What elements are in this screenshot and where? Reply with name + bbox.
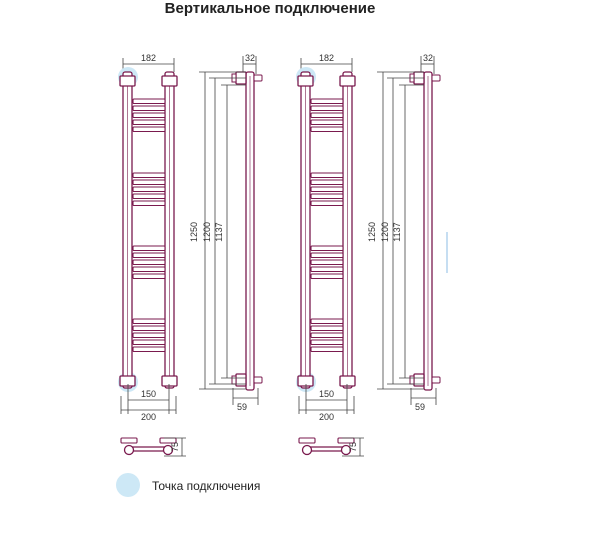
rung [132, 318, 166, 325]
rung [310, 126, 344, 133]
rung [132, 126, 166, 133]
rung [132, 186, 166, 193]
rung [132, 259, 166, 266]
dimension-label-center-distance: 150 [141, 389, 156, 399]
rung [132, 273, 166, 280]
pipe-collar [119, 75, 136, 87]
dimension-label-plan: 75 [170, 442, 180, 452]
rung [310, 179, 344, 186]
rung [132, 266, 166, 273]
legend-label: Точка подключения [152, 479, 261, 493]
dimension-label-height: 1137 [392, 222, 402, 241]
rung [310, 266, 344, 273]
dimension-label-plan: 75 [348, 442, 358, 452]
rung [132, 325, 166, 332]
front-view: 182 150 200 [296, 53, 356, 422]
plan-view: 75 [120, 437, 186, 457]
rung [310, 98, 344, 105]
rung [132, 339, 166, 346]
plan-pipe [301, 444, 313, 456]
connection-point-icon [116, 473, 140, 497]
rung [310, 105, 344, 112]
rung [310, 245, 344, 252]
rung [132, 105, 166, 112]
plan-collar [120, 437, 138, 444]
rung [132, 252, 166, 259]
rung [132, 172, 166, 179]
page-title: Вертикальное подключение [164, 0, 376, 17]
plan-view: 75 [298, 437, 364, 457]
dimension-label-top-width: 182 [141, 53, 156, 63]
rung [310, 193, 344, 200]
rung [132, 200, 166, 207]
dimension-label-side-bottom: 59 [415, 402, 425, 412]
valve [431, 376, 441, 384]
rung [310, 339, 344, 346]
rung [310, 112, 344, 119]
rung [310, 186, 344, 193]
dimension-label-top-width: 182 [319, 53, 334, 63]
wall-flange [231, 375, 237, 385]
dimension-label-height: 1200 [380, 222, 390, 242]
plan-pipe [123, 444, 135, 456]
rung [310, 259, 344, 266]
rung [310, 332, 344, 339]
dimension-label-side-top: 32 [423, 53, 433, 63]
rung [132, 332, 166, 339]
dimension-label-height: 1137 [214, 222, 224, 241]
pipe-collar [297, 75, 314, 87]
pipe-collar [161, 375, 178, 387]
plan-pipe [162, 444, 174, 456]
rung [310, 119, 344, 126]
plan-collar [298, 437, 316, 444]
rung [132, 193, 166, 200]
front-view: 182 150 200 [118, 53, 178, 422]
dimension-label-total-width: 200 [319, 412, 334, 422]
rung [310, 273, 344, 280]
dimension-label-total-width: 200 [141, 412, 156, 422]
valve [253, 74, 263, 82]
rung [132, 179, 166, 186]
dimension-label-side-top: 32 [245, 53, 255, 63]
valve [431, 74, 441, 82]
dimension-label-center-distance: 150 [319, 389, 334, 399]
plan-pipe [340, 444, 352, 456]
rung [132, 245, 166, 252]
pipe-collar [119, 375, 136, 387]
rung [310, 200, 344, 207]
pipe-collar [297, 375, 314, 387]
valve [253, 376, 263, 384]
rung [132, 119, 166, 126]
rung [310, 346, 344, 353]
rung [310, 172, 344, 179]
dimension-label-height: 1250 [189, 222, 199, 242]
wall-flange [409, 375, 415, 385]
rung [310, 252, 344, 259]
dimension-label-height: 1250 [367, 222, 377, 242]
dimension-label-height: 1200 [202, 222, 212, 242]
pipe-collar [161, 75, 178, 87]
rung [132, 112, 166, 119]
pipe-collar [339, 375, 356, 387]
pipe-collar [339, 75, 356, 87]
rung [310, 318, 344, 325]
rung [132, 98, 166, 105]
rung [132, 346, 166, 353]
dimension-label-side-bottom: 59 [237, 402, 247, 412]
rung [310, 325, 344, 332]
